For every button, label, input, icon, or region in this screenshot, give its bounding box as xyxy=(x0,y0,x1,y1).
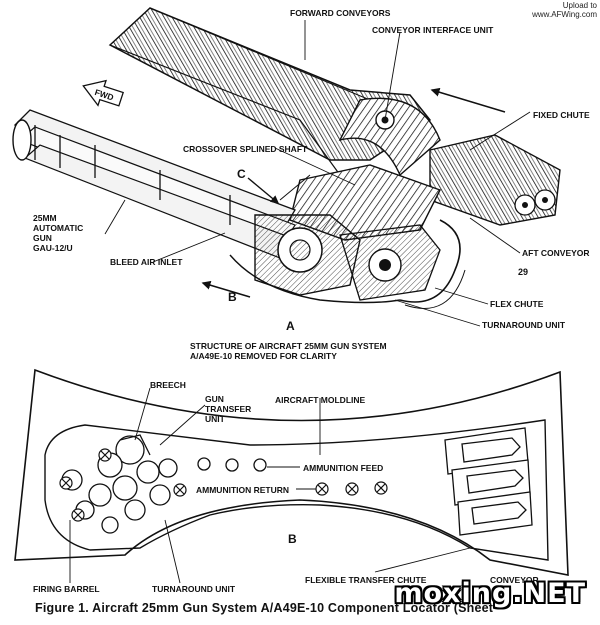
watermark-line-1: Upload to xyxy=(562,1,597,10)
breech-label: BREECH xyxy=(150,380,186,390)
ammunition-return-label: AMMUNITION RETURN xyxy=(196,485,289,495)
gun-label-line-4: GAU-12/U xyxy=(33,243,73,253)
b-marker-label: B xyxy=(228,290,237,304)
diagram-b: BREECH GUN TRANSFER UNIT AIRCRAFT MOLDLI… xyxy=(14,368,569,594)
fixed-chute-label: FIXED CHUTE xyxy=(533,110,590,120)
view-b-arrow xyxy=(201,280,251,298)
panel-a-letter: A xyxy=(286,319,295,333)
aft-conveyor-drawing xyxy=(429,134,561,226)
panel-b-letter: B xyxy=(288,532,297,546)
figure-caption: Figure 1. Aircraft 25mm Gun System A/A49… xyxy=(35,601,494,615)
gun-label-line-2: AUTOMATIC xyxy=(33,223,83,233)
fwd-arrow: FWD xyxy=(82,79,125,107)
gun-housing-drawing xyxy=(229,214,466,309)
flexible-transfer-chute-label: FLEXIBLE TRANSFER CHUTE xyxy=(305,575,427,585)
gun-transfer-unit-line-3: UNIT xyxy=(205,414,226,424)
conveyor-rounds-drawing xyxy=(444,427,533,536)
diagram-a: FWD FORWARD CONVEYORS CONVEYOR INTERFACE… xyxy=(12,7,590,361)
conveyor-label: CONVEYOR xyxy=(490,575,539,585)
conveyor-interface-unit-label: CONVEYOR INTERFACE UNIT xyxy=(372,25,494,35)
bleed-air-inlet-label: BLEED AIR INLET xyxy=(110,257,183,267)
firing-barrel-label: FIRING BARREL xyxy=(33,584,100,594)
diagram-a-leader-lines xyxy=(104,20,531,327)
gun-label-line-1: 25MM xyxy=(33,213,57,223)
gun-label-line-3: GUN xyxy=(33,233,52,243)
aircraft-moldline-label: AIRCRAFT MOLDLINE xyxy=(275,395,366,405)
structure-note-line-1: STRUCTURE OF AIRCRAFT 25MM GUN SYSTEM xyxy=(190,341,387,351)
brand-watermark: moxing.NET xyxy=(394,578,586,609)
ammunition-feed-rounds xyxy=(197,457,267,472)
watermark: Upload to www.AFWing.com xyxy=(532,1,597,19)
forward-conveyors-label: FORWARD CONVEYORS xyxy=(290,8,391,18)
c-marker-label: C xyxy=(237,167,246,181)
aft-conveyor-label: AFT CONVEYOR xyxy=(522,248,590,258)
gun-cluster-drawing xyxy=(61,434,178,534)
gun-transfer-unit-line-1: GUN xyxy=(205,394,224,404)
turnaround-unit-label-b: TURNAROUND UNIT xyxy=(152,584,236,594)
gun-barrels-drawing xyxy=(12,109,296,259)
gun-transfer-unit-line-2: TRANSFER xyxy=(205,404,251,414)
firing-barrel-symbols xyxy=(59,448,112,522)
conveyor-interface-unit-drawing xyxy=(338,97,441,177)
aircraft-moldline-outline xyxy=(14,368,569,576)
flow-arrow-top xyxy=(430,87,506,113)
turnaround-unit-label-a: TURNAROUND UNIT xyxy=(482,320,566,330)
view-c-arrow xyxy=(247,177,280,204)
ammunition-return-rounds xyxy=(173,481,388,497)
ammunition-feed-label: AMMUNITION FEED xyxy=(303,463,383,473)
diagram-b-leader-lines xyxy=(69,387,471,584)
crossover-splined-shaft-label: CROSSOVER SPLINED SHAFT xyxy=(183,144,308,154)
gun-bay-contour xyxy=(44,419,549,561)
flex-chute-label: FLEX CHUTE xyxy=(490,299,544,309)
structure-note-line-2: A/A49E-10 REMOVED FOR CLARITY xyxy=(190,351,337,361)
figure-number-label: 29 xyxy=(518,267,528,277)
watermark-line-2: www.AFWing.com xyxy=(532,10,597,19)
technical-drawing: FWD FORWARD CONVEYORS CONVEYOR INTERFACE… xyxy=(12,7,590,594)
